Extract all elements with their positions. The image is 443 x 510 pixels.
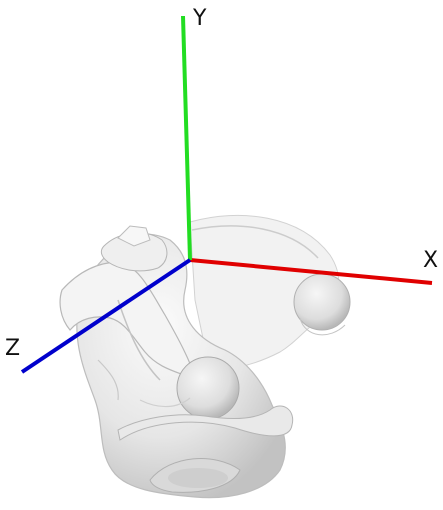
pelvis-model [59,214,351,499]
x-axis-line [189,258,433,285]
y-axis-label: Y [192,6,207,31]
z-axis-label: Z [5,336,20,361]
z-axis-line [20,258,192,374]
y-axis-line [181,15,192,261]
x-axis-label: X [423,248,438,273]
